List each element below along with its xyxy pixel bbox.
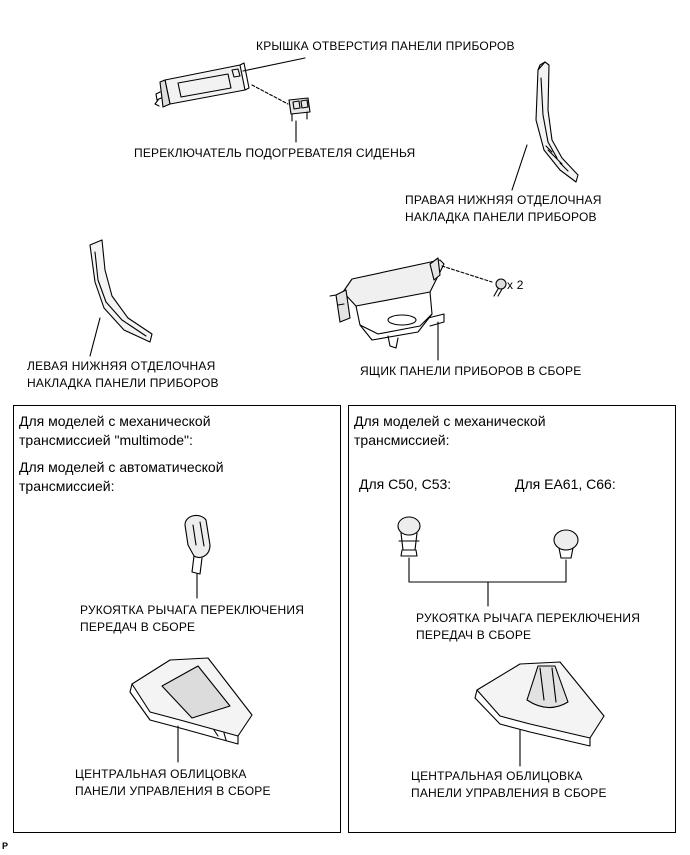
- automatic-models-panel: [13, 405, 341, 833]
- left-knob-label-line2: ПЕРЕДАЧ В СБОРЕ: [80, 620, 196, 634]
- right-panel-heading-line2: трансмиссией:: [354, 432, 450, 448]
- left-panel-heading1-line2: трансмиссией "multimode":: [19, 432, 193, 448]
- left-lower-finish-label-line1: ЛЕВАЯ НИЖНЯЯ ОТДЕЛОЧНАЯ: [27, 359, 216, 373]
- left-panel-heading2-line1: Для моделей с автоматической: [19, 459, 224, 475]
- screw-drawing: [493, 278, 507, 297]
- instrument-box-label: ЯЩИК ПАНЕЛИ ПРИБОРОВ В СБОРЕ: [360, 364, 582, 378]
- right-center-console-drawing: [474, 661, 605, 747]
- left-console-label-line1: ЦЕНТРАЛЬНАЯ ОБЛИЦОВКА: [75, 767, 247, 781]
- variant-c50-c53-label: Для C50, C53:: [359, 476, 452, 492]
- dashed-install-line: [441, 265, 493, 283]
- right-knob-label-line2: ПЕРЕДАЧ В СБОРЕ: [416, 628, 532, 642]
- right-lower-finish-panel-drawing: [535, 61, 579, 183]
- left-panel-heading2-line2: трансмиссией:: [19, 478, 115, 494]
- dashed-install-line: [251, 84, 289, 105]
- leader-line: [242, 57, 306, 72]
- mt-shift-knob-a-drawing: [397, 516, 421, 557]
- variant-ea61-c66-label: Для EA61, C66:: [515, 476, 616, 492]
- right-console-label-line2: ПАНЕЛИ УПРАВЛЕНИЯ В СБОРЕ: [411, 786, 607, 800]
- left-center-console-drawing: [129, 657, 253, 745]
- right-panel-heading-line1: Для моделей с механической: [354, 413, 546, 429]
- leader-line: [511, 144, 528, 191]
- right-console-label-line1: ЦЕНТРАЛЬНАЯ ОБЛИЦОВКА: [411, 769, 583, 783]
- left-console-label-line2: ПАНЕЛИ УПРАВЛЕНИЯ В СБОРЕ: [75, 784, 271, 798]
- right-lower-finish-label-line1: ПРАВАЯ НИЖНЯЯ ОТДЕЛОЧНАЯ: [405, 193, 602, 207]
- leader-line: [89, 317, 101, 357]
- right-knob-label-line1: РУКОЯТКА РЫЧАГА ПЕРЕКЛЮЧЕНИЯ: [416, 611, 641, 625]
- instrument-box-drawing: [329, 257, 445, 349]
- mt-shift-knob-b-drawing: [553, 529, 579, 559]
- manual-models-panel: [348, 405, 676, 833]
- auto-shift-knob-drawing: [184, 514, 211, 575]
- screw-count-label: x 2: [507, 278, 524, 292]
- corner-mark: P: [2, 841, 9, 851]
- seat-heater-switch-label: ПЕРЕКЛЮЧАТЕЛЬ ПОДОГРЕВАТЕЛЯ СИДЕНЬЯ: [134, 146, 416, 160]
- left-lower-finish-panel-drawing: [89, 239, 153, 343]
- seat-heater-switch-drawing: [288, 97, 311, 122]
- left-panel-heading1-line1: Для моделей с механической: [19, 413, 211, 429]
- right-lower-finish-label-line2: НАКЛАДКА ПАНЕЛИ ПРИБОРОВ: [405, 210, 597, 224]
- left-knob-label-line1: РУКОЯТКА РЫЧАГА ПЕРЕКЛЮЧЕНИЯ: [80, 603, 305, 617]
- left-lower-finish-label-line2: НАКЛАДКА ПАНЕЛИ ПРИБОРОВ: [27, 376, 219, 390]
- dash-hole-cover-drawing: [154, 62, 250, 108]
- dash-hole-cover-label: КРЫШКА ОТВЕРСТИЯ ПАНЕЛИ ПРИБОРОВ: [256, 39, 515, 53]
